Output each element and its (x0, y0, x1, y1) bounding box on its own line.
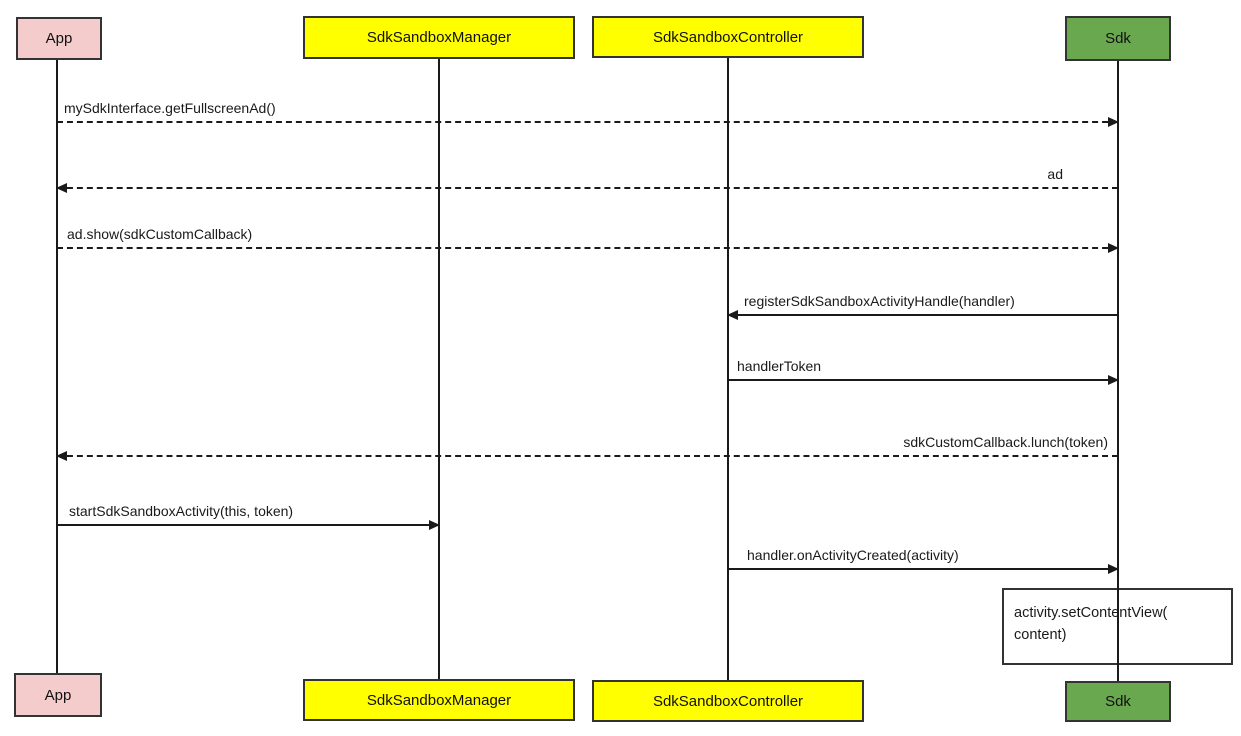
note-line-2: content) (1014, 627, 1067, 643)
message-label: handler.onActivityCreated(activity) (747, 547, 959, 563)
arrowhead-icon (1108, 117, 1119, 127)
lifeline-manager (438, 59, 440, 679)
actor-manager-bottom: SdkSandboxManager (303, 679, 575, 721)
message-line (57, 247, 1118, 249)
actor-sdk-top: Sdk (1065, 16, 1171, 61)
arrowhead-icon (56, 183, 67, 193)
arrowhead-icon (1108, 564, 1119, 574)
actor-app-top: App (16, 17, 102, 60)
message-line (57, 524, 439, 526)
message-line (57, 187, 1118, 189)
actor-manager-top-label: SdkSandboxManager (366, 29, 512, 46)
message-label: ad (1047, 166, 1063, 182)
message-label: registerSdkSandboxActivityHandle(handler… (744, 293, 1015, 309)
arrowhead-icon (56, 451, 67, 461)
actor-controller-top: SdkSandboxController (592, 16, 864, 58)
actor-controller-top-label: SdkSandboxController (652, 28, 804, 46)
lifeline-sdk (1117, 61, 1119, 681)
message-label: ad.show(sdkCustomCallback) (67, 226, 253, 242)
arrowhead-icon (1108, 243, 1119, 253)
message-line (728, 379, 1118, 381)
arrowhead-icon (1108, 375, 1119, 385)
actor-manager-bottom-label: SdkSandboxManager (366, 691, 512, 709)
actor-sdk-bottom: Sdk (1065, 681, 1171, 722)
note-line-1: activity.setContentView( (1014, 605, 1168, 621)
actor-app-bottom-label: App (44, 686, 72, 704)
message-label: startSdkSandboxActivity(this, token) (69, 503, 294, 519)
lifeline-app (56, 60, 58, 673)
actor-controller-bottom: SdkSandboxController (592, 680, 864, 722)
arrowhead-icon (429, 520, 440, 530)
actor-controller-bottom-label: SdkSandboxController (652, 692, 804, 710)
actor-sdk-top-label: Sdk (1105, 30, 1131, 47)
message-label: handlerToken (737, 358, 822, 374)
message-line (728, 568, 1118, 570)
actor-manager-top: SdkSandboxManager (303, 16, 575, 59)
message-label: mySdkInterface.getFullscreenAd() (64, 100, 276, 116)
actor-app-bottom: App (14, 673, 102, 717)
lifeline-controller (727, 58, 729, 680)
message-line (57, 455, 1118, 457)
actor-sdk-bottom-label: Sdk (1105, 693, 1131, 710)
arrowhead-icon (727, 310, 738, 320)
message-line (728, 314, 1118, 316)
message-line (57, 121, 1118, 123)
actor-app-top-label: App (45, 30, 73, 47)
message-label: sdkCustomCallback.lunch(token) (903, 434, 1108, 450)
